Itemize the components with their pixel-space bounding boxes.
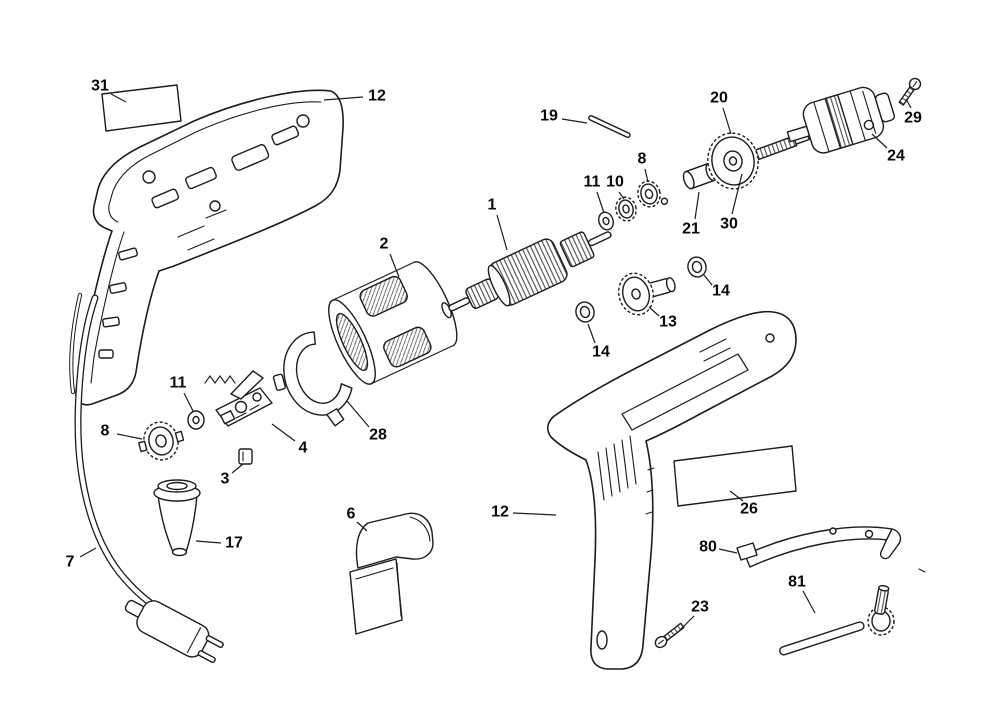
part-number-28: 28 bbox=[369, 427, 387, 444]
part-number-1: 1 bbox=[488, 197, 497, 214]
leader-line-81 bbox=[802, 590, 816, 614]
part-number-14: 14 bbox=[712, 283, 730, 300]
leader-line-12 bbox=[323, 96, 364, 101]
part-number-81: 81 bbox=[788, 574, 806, 591]
cord-wrap-80-drawing bbox=[736, 526, 902, 568]
part-number-26: 26 bbox=[740, 501, 758, 518]
nut-14-left-drawing bbox=[575, 301, 595, 323]
right-housing-half-drawing bbox=[547, 310, 797, 670]
power-cord-drawing bbox=[69, 292, 224, 664]
speck bbox=[918, 568, 926, 573]
part-number-31: 31 bbox=[91, 78, 109, 95]
armature-1-drawing bbox=[441, 231, 612, 319]
part-number-30: 30 bbox=[720, 216, 738, 233]
plug-drawing bbox=[124, 599, 224, 664]
leader-line-21 bbox=[694, 191, 700, 220]
part-number-7: 7 bbox=[66, 554, 75, 571]
part-number-13: 13 bbox=[659, 314, 677, 331]
leader-line-20 bbox=[722, 107, 732, 135]
pin-19-drawing bbox=[588, 115, 631, 138]
part-number-4: 4 bbox=[299, 440, 308, 457]
fan-gear-20-drawing bbox=[707, 132, 759, 190]
label-plate-31-drawing bbox=[101, 84, 182, 132]
leader-line-10 bbox=[618, 191, 625, 200]
nut-14-right-drawing bbox=[687, 256, 707, 278]
part-number-12: 12 bbox=[491, 504, 509, 521]
part-number-8: 8 bbox=[101, 423, 110, 440]
part-number-29: 29 bbox=[904, 110, 922, 127]
leader-line-17 bbox=[195, 540, 222, 544]
switch-6-drawing bbox=[349, 512, 434, 635]
left-housing-half-drawing bbox=[75, 89, 344, 406]
leader-line-4 bbox=[271, 423, 296, 442]
leader-line-23 bbox=[679, 615, 695, 631]
leader-line-28 bbox=[346, 400, 370, 428]
field-coil-2-drawing bbox=[328, 261, 458, 385]
leader-line-13 bbox=[648, 306, 660, 317]
part-number-6: 6 bbox=[347, 506, 356, 523]
cord-protector-drawing bbox=[153, 479, 201, 557]
leader-line-14 bbox=[703, 274, 713, 286]
leader-line-26 bbox=[729, 490, 744, 502]
part-number-17: 17 bbox=[225, 535, 243, 552]
leader-line-11 bbox=[596, 191, 605, 214]
leader-line-3 bbox=[231, 463, 244, 474]
part-number-24: 24 bbox=[887, 148, 905, 165]
leader-line-19 bbox=[561, 118, 588, 124]
leader-line-30 bbox=[731, 173, 743, 215]
part-number-14: 14 bbox=[592, 344, 610, 361]
nameplate-26-drawing bbox=[673, 445, 797, 507]
part-number-12: 12 bbox=[368, 88, 386, 105]
leader-line-6 bbox=[356, 521, 368, 532]
leader-line-31 bbox=[110, 93, 127, 103]
leader-line-8 bbox=[116, 433, 143, 440]
brush-cap-3-drawing bbox=[238, 448, 253, 465]
part-number-23: 23 bbox=[691, 599, 709, 616]
washer-11-top-drawing bbox=[598, 211, 614, 231]
motor-baffle-28-drawing bbox=[272, 331, 353, 427]
leader-line-7 bbox=[79, 547, 97, 558]
part-number-11: 11 bbox=[170, 375, 187, 392]
part-number-2: 2 bbox=[380, 236, 389, 253]
screw-29-drawing bbox=[898, 77, 922, 106]
leader-line-12 bbox=[512, 512, 557, 516]
part-number-8: 8 bbox=[638, 151, 647, 168]
part-number-10: 10 bbox=[606, 174, 624, 191]
part-number-19: 19 bbox=[540, 108, 558, 125]
part-number-20: 20 bbox=[710, 90, 728, 107]
leader-line-24 bbox=[871, 133, 888, 149]
part-number-3: 3 bbox=[221, 471, 230, 488]
part-number-21: 21 bbox=[682, 221, 700, 238]
gear-10-drawing bbox=[615, 196, 637, 222]
bearing-retainer-8-left-drawing bbox=[138, 421, 185, 461]
leader-line-80 bbox=[718, 548, 738, 554]
leader-line-11 bbox=[183, 392, 194, 412]
leader-line-2 bbox=[389, 253, 400, 278]
part-number-11: 11 bbox=[584, 174, 601, 191]
clutch-part-8-top-drawing bbox=[637, 180, 669, 208]
leader-line-1 bbox=[496, 214, 508, 251]
chuck-key-81-drawing bbox=[779, 584, 895, 656]
chuck-24-drawing bbox=[786, 86, 895, 154]
brush-holder-assembly-4-drawing bbox=[204, 370, 273, 427]
gear-13-drawing bbox=[618, 272, 676, 316]
washer-11-left-drawing bbox=[187, 410, 205, 430]
screw-23-drawing bbox=[654, 622, 685, 649]
leader-line-8 bbox=[644, 168, 649, 183]
leader-line-29 bbox=[905, 98, 912, 109]
part-number-80: 80 bbox=[699, 539, 717, 556]
leader-line-14 bbox=[587, 323, 596, 344]
